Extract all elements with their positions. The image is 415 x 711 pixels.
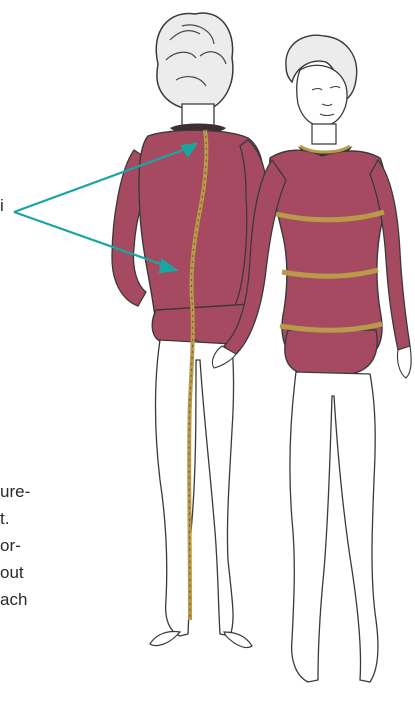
front-figure-face — [297, 65, 347, 126]
neck-tape — [300, 146, 350, 152]
back-figure-legs — [156, 340, 234, 636]
front-figure-torso — [270, 150, 386, 354]
front-figure-legs — [290, 372, 378, 682]
back-figure-hair — [156, 13, 233, 110]
front-view-figure — [212, 35, 411, 682]
